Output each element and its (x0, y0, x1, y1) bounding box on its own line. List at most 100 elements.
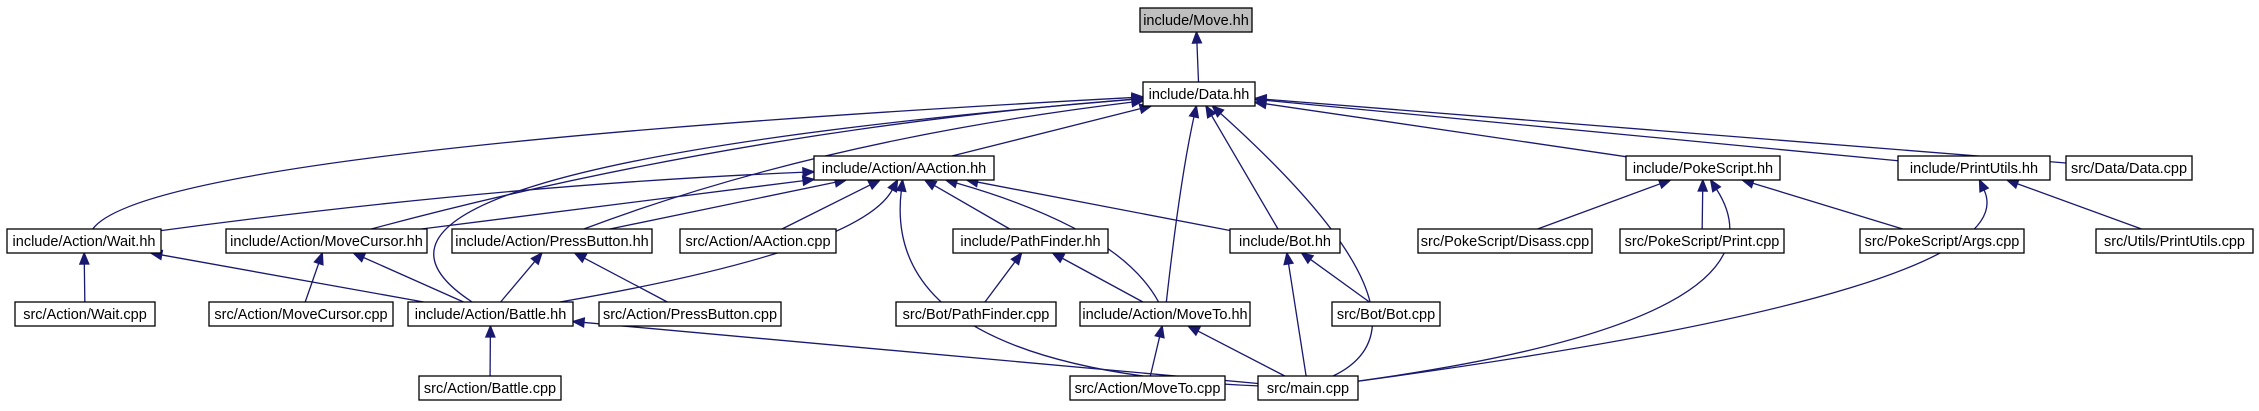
edge-line (92, 96, 1133, 230)
edge-disass_cpp-to-pokescript (1537, 178, 1673, 230)
node-box (1229, 228, 1341, 254)
edge-print_cpp-to-pokescript (1697, 178, 1709, 230)
node-box (1079, 301, 1251, 327)
arrowhead-icon (1051, 252, 1066, 264)
node-box (598, 301, 782, 327)
node-box (1331, 301, 1441, 327)
edge-battle_hh-to-pressbutton_hh (500, 251, 543, 303)
edge-line (500, 260, 536, 303)
arrowhead-icon (571, 317, 586, 328)
edge-line (1701, 190, 1704, 230)
arrowhead-icon (573, 252, 588, 264)
node-label: include/PokeScript.hh (1633, 161, 1773, 177)
node-pathfinder-cpp[interactable]: src/Bot/PathFinder.cpp (895, 301, 1057, 327)
edge-line (1197, 330, 1286, 377)
node-movecursor-cpp[interactable]: src/Action/MoveCursor.cpp (208, 301, 394, 327)
node-label: include/Move.hh (1143, 13, 1249, 29)
node-box (1257, 375, 1359, 401)
node-label: src/Action/AAction.cpp (685, 234, 830, 250)
node-battle-cpp[interactable]: src/Action/Battle.cpp (418, 375, 562, 401)
node-label: include/Action/PressButton.hh (455, 234, 648, 250)
node-pokescript[interactable]: include/PokeScript.hh (1625, 155, 1781, 181)
node-battle-hh[interactable]: include/Action/Battle.hh (407, 301, 574, 327)
node-data-cpp[interactable]: src/Data/Data.cpp (2065, 155, 2193, 181)
edge-aaction_cpp-to-aaction (781, 179, 882, 230)
node-aaction[interactable]: include/Action/AAction.hh (813, 155, 995, 181)
edge-main_cpp-to-battle_hh (571, 317, 1259, 385)
node-label: src/Action/Wait.cpp (23, 307, 147, 323)
edge-aaction-to-data (951, 103, 1153, 157)
edge-moveto_hh-to-pathfinder_hh (1051, 252, 1144, 303)
node-label: src/main.cpp (1267, 381, 1349, 397)
node-box (952, 228, 1109, 254)
edge-pathfinder_cpp-to-pathfinder_hh (984, 251, 1023, 303)
node-box (14, 301, 156, 327)
edge-movecursor_hh-to-aaction (421, 175, 816, 230)
node-pressbutton-hh[interactable]: include/Action/PressButton.hh (451, 228, 653, 254)
edge-main_cpp-to-printutils (1357, 178, 1990, 382)
edge-line (1149, 336, 1161, 377)
edge-main_cpp-to-aaction (895, 178, 1259, 387)
node-label: src/Action/Battle.cpp (424, 381, 556, 397)
edge-line (781, 184, 871, 230)
node-label: include/Action/Battle.hh (415, 307, 567, 323)
node-pathfinder-hh[interactable]: include/PathFinder.hh (952, 228, 1109, 254)
edge-main_cpp-to-pokescript (1357, 178, 1731, 382)
arrowhead-icon (1697, 178, 1709, 192)
edge-pathfinder_hh-to-aaction (923, 179, 1011, 230)
edge-pressbutton_cpp-to-pressbutton_hh (573, 252, 668, 303)
node-movecursor-hh[interactable]: include/Action/MoveCursor.hh (225, 228, 428, 254)
node-wait-hh[interactable]: include/Action/Wait.hh (6, 228, 162, 254)
node-box (407, 301, 574, 327)
nodes-layer: include/Move.hh include/Data.hh include/Ac… (6, 7, 2254, 401)
node-args-cpp[interactable]: src/PokeScript/Args.cpp (1859, 228, 2025, 254)
arrowhead-icon (78, 251, 90, 265)
edge-bot_hh-to-data (1205, 104, 1279, 230)
node-moveto-hh[interactable]: include/Action/MoveTo.hh (1079, 301, 1251, 327)
node-box (1417, 228, 1593, 254)
node-pressbutton-cpp[interactable]: src/Action/PressButton.cpp (598, 301, 782, 327)
node-disass-cpp[interactable]: src/PokeScript/Disass.cpp (1417, 228, 1593, 254)
node-label: src/Action/PressButton.cpp (603, 307, 777, 323)
node-box (225, 228, 428, 254)
arrowhead-icon (802, 166, 816, 178)
node-wait-cpp[interactable]: src/Action/Wait.cpp (14, 301, 156, 327)
node-box (1897, 155, 2051, 181)
node-label: include/Data.hh (1149, 87, 1250, 103)
node-aaction-cpp[interactable]: src/Action/AAction.cpp (679, 228, 837, 254)
edge-line (951, 108, 1141, 157)
edge-line (421, 180, 804, 230)
arrowhead-icon (484, 324, 496, 338)
node-print-cpp[interactable]: src/PokeScript/Print.cpp (1619, 228, 1785, 254)
node-bot-hh[interactable]: include/Bot.hh (1229, 228, 1341, 254)
edge-line (1196, 42, 1200, 83)
arrowhead-icon (1211, 104, 1225, 118)
node-label: src/Bot/Bot.cpp (1337, 307, 1435, 323)
edge-battle_hh-to-wait_hh (149, 249, 424, 303)
node-data[interactable]: include/Data.hh (1142, 81, 1256, 107)
arrowhead-icon (1186, 325, 1202, 337)
node-printutils-cpp[interactable]: src/Utils/PrintUtils.cpp (2095, 228, 2254, 254)
node-box (1625, 155, 1781, 181)
edge-pokescript-to-data (1253, 98, 1627, 158)
node-box (679, 228, 837, 254)
arrowhead-icon (1253, 93, 1268, 105)
node-label: src/PokeScript/Disass.cpp (1421, 234, 1589, 250)
node-box (1142, 81, 1256, 107)
edge-args_cpp-to-pokescript (1740, 178, 1903, 230)
edge-main_cpp-to-bot_hh (1283, 251, 1307, 377)
edge-line (977, 181, 1231, 232)
node-bot-cpp[interactable]: src/Bot/Bot.cpp (1331, 301, 1441, 327)
edge-battle_hh-to-movecursor_hh (351, 252, 464, 303)
edge-wait_cpp-to-wait_hh (78, 251, 90, 303)
arrowhead-icon (1300, 251, 1315, 265)
edge-line (1537, 183, 1661, 230)
edge-pressbutton_hh-to-aaction (609, 177, 848, 230)
edge-battle_cpp-to-battle_hh (484, 324, 496, 377)
edge-data_cpp-to-data (1253, 93, 2067, 164)
node-main-cpp[interactable]: src/main.cpp (1257, 375, 1359, 401)
node-printutils[interactable]: include/PrintUtils.hh (1897, 155, 2051, 181)
arrowhead-icon (351, 252, 367, 263)
node-moveto-cpp[interactable]: src/Action/MoveTo.cpp (1069, 375, 1226, 401)
edge-line (1287, 263, 1307, 377)
